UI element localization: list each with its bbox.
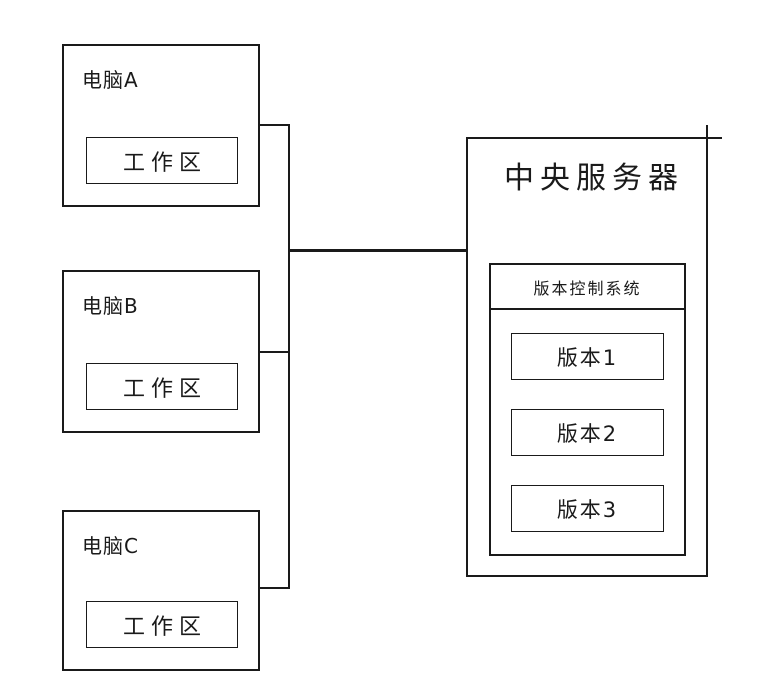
- version-control-system-label: 版本控制系统: [533, 278, 642, 298]
- computer-b-label: 电脑B: [82, 294, 139, 318]
- version-2-label: 版本2: [556, 421, 619, 446]
- computer-b-workspace-box: 工作区: [86, 363, 238, 410]
- server-corner-overshoot-vertical: [706, 125, 708, 139]
- version-3-box: 版本3: [511, 485, 664, 532]
- computer-a-workspace-label: 工作区: [122, 150, 207, 176]
- version-1-label: 版本1: [556, 345, 619, 370]
- connector-trunk-vertical: [288, 124, 290, 589]
- version-control-system-box: 版本控制系统 版本1 版本2 版本3: [489, 263, 686, 556]
- central-server-box: 中央服务器 版本控制系统 版本1 版本2 版本3: [466, 137, 708, 577]
- version-2-box: 版本2: [511, 409, 664, 456]
- version-control-system-header: 版本控制系统: [491, 265, 684, 310]
- connector-branch-computer-b: [259, 351, 289, 353]
- connector-main-to-server: [288, 249, 467, 252]
- computer-c-label: 电脑C: [82, 534, 139, 558]
- version-3-label: 版本3: [556, 497, 619, 522]
- computer-b-box: 电脑B 工作区: [62, 270, 260, 433]
- server-corner-overshoot-horizontal: [708, 137, 722, 139]
- central-server-title: 中央服务器: [504, 161, 684, 196]
- computer-a-label: 电脑A: [82, 68, 139, 92]
- version-1-box: 版本1: [511, 333, 664, 380]
- connector-branch-computer-a: [259, 124, 289, 126]
- computer-b-workspace-label: 工作区: [122, 376, 207, 402]
- connector-branch-computer-c: [259, 587, 289, 589]
- computer-c-workspace-label: 工作区: [122, 614, 207, 640]
- computer-a-box: 电脑A 工作区: [62, 44, 260, 207]
- computer-c-box: 电脑C 工作区: [62, 510, 260, 671]
- computer-a-workspace-box: 工作区: [86, 137, 238, 184]
- computer-c-workspace-box: 工作区: [86, 601, 238, 648]
